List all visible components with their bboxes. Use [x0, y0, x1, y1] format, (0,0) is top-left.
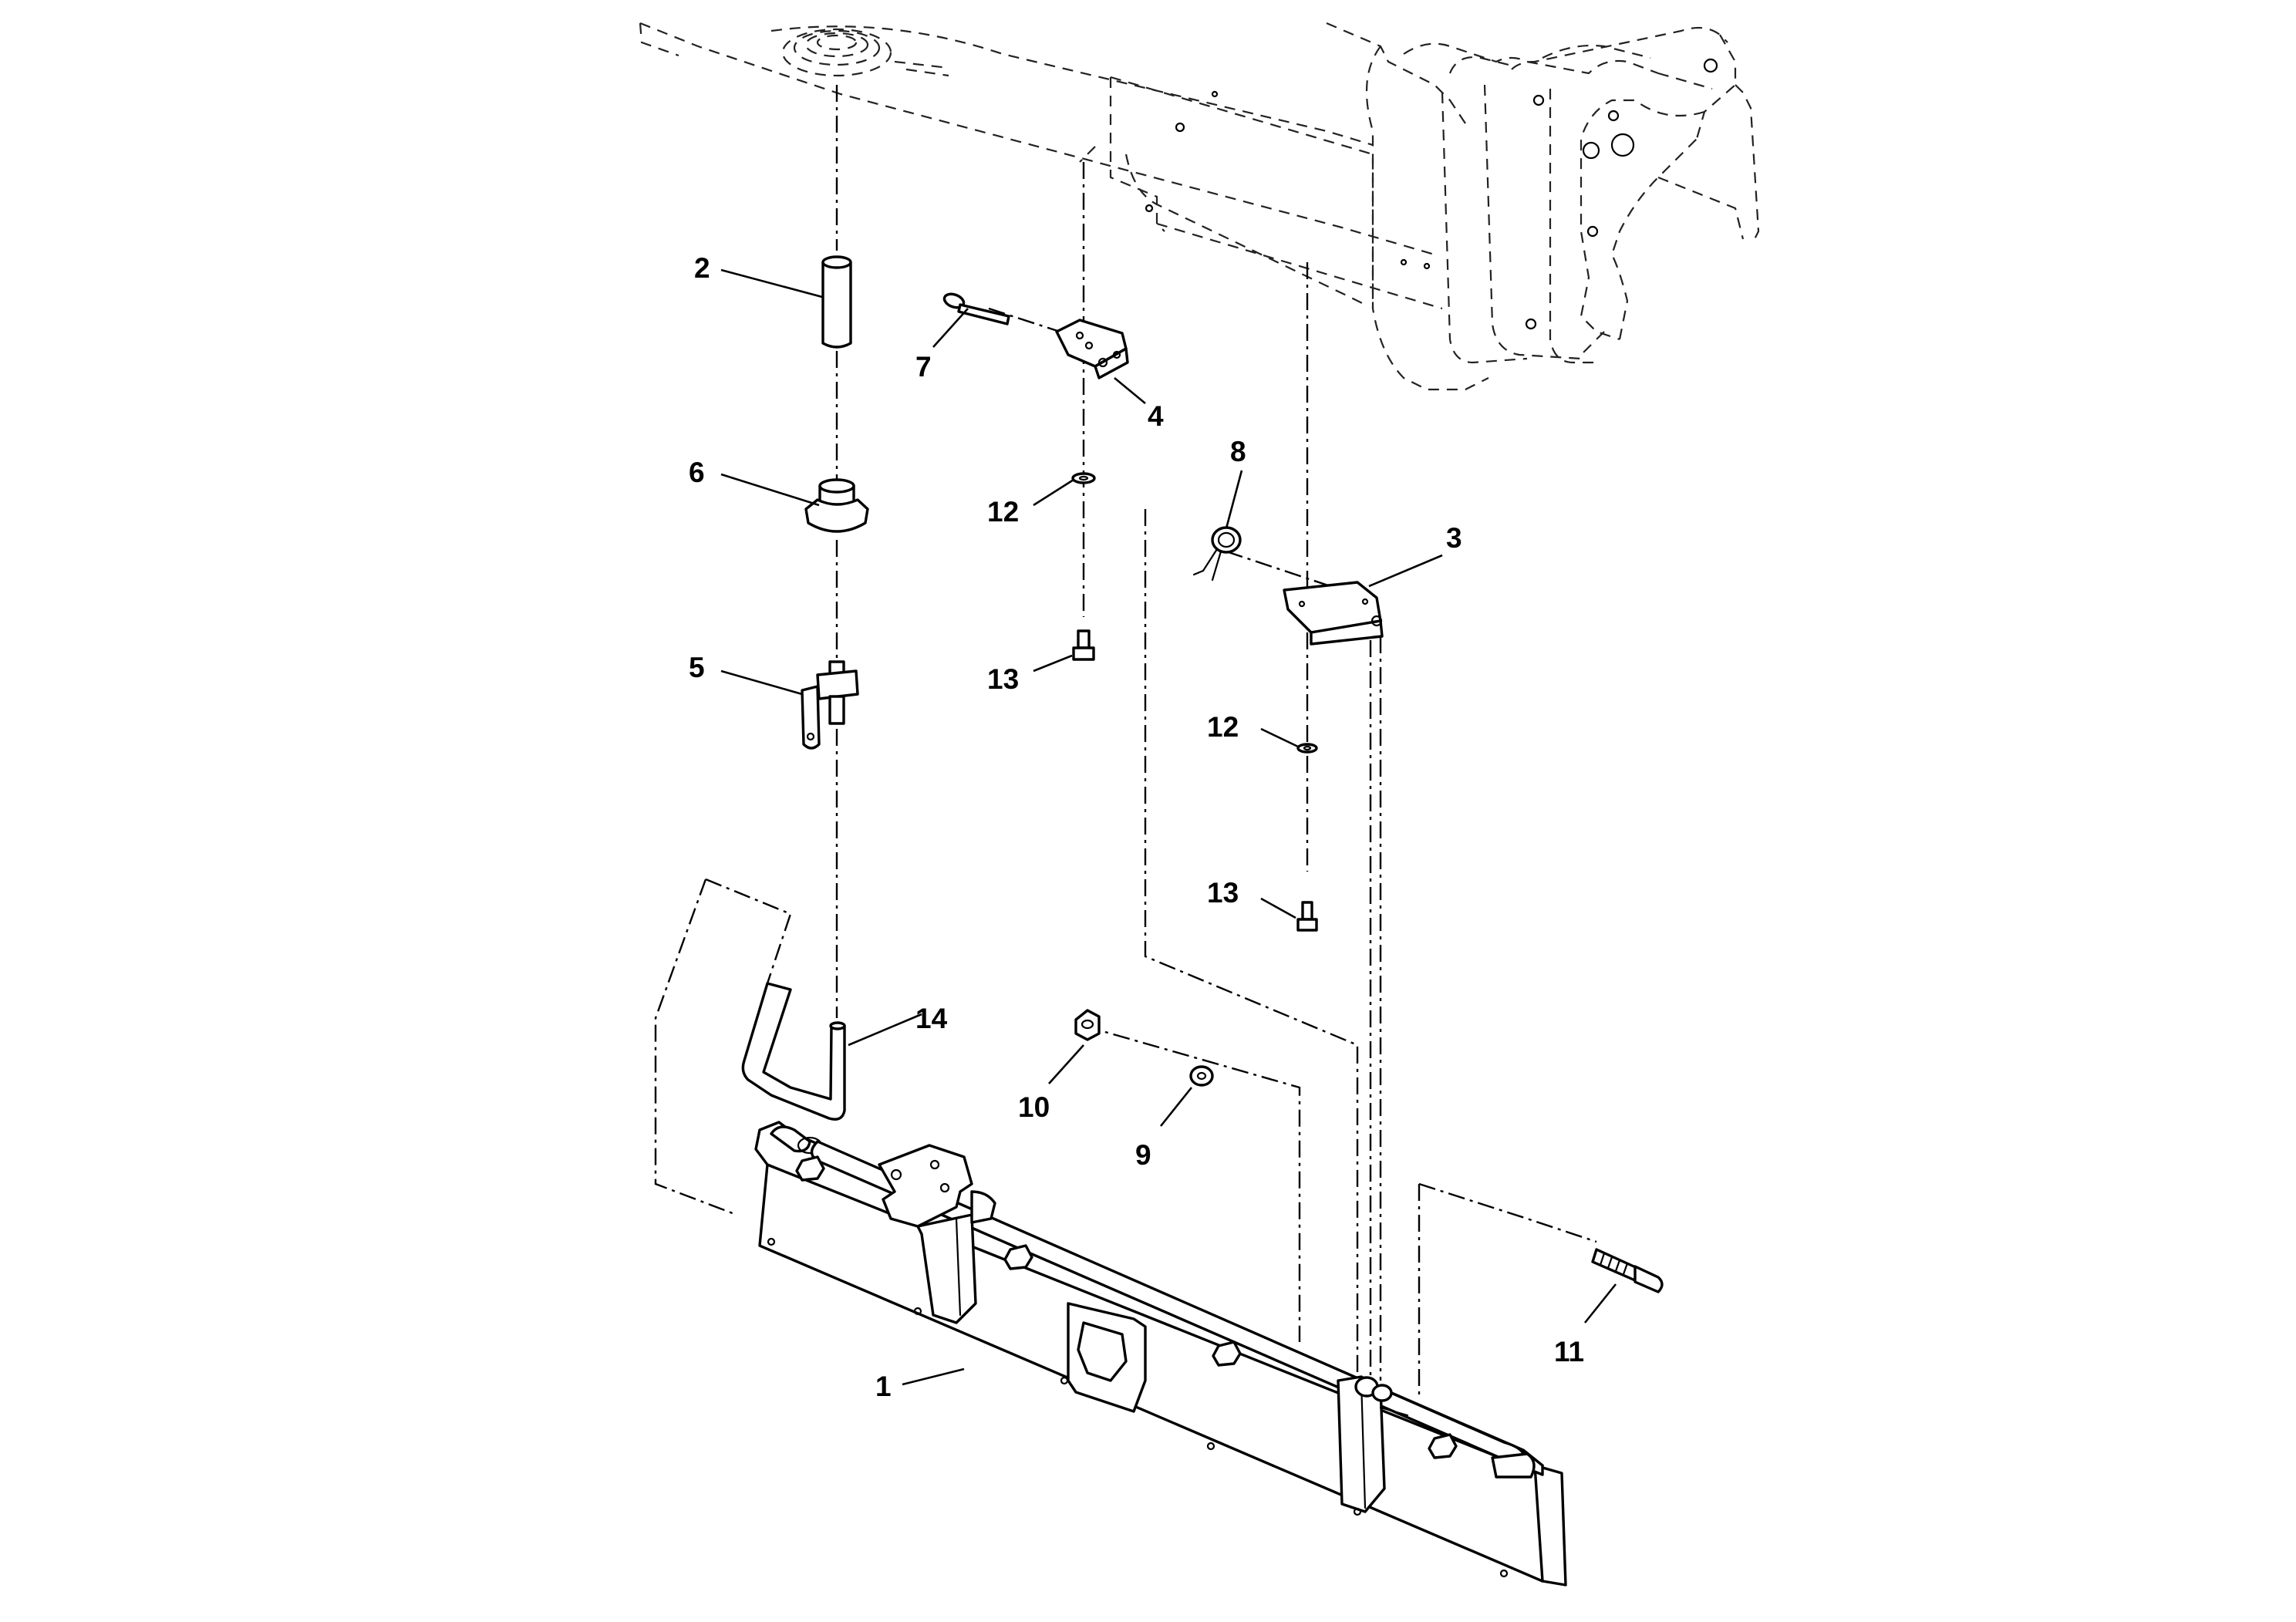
part-10-nut	[1074, 1009, 1101, 1041]
leader-lines	[720, 268, 1617, 1386]
callout-13b: 13	[1207, 877, 1239, 909]
part-12-washers	[1071, 472, 1318, 754]
part-11-bolt	[1591, 1248, 1664, 1293]
callout-7: 7	[915, 351, 932, 383]
part-7-pin	[942, 292, 1010, 325]
callout-9: 9	[1135, 1139, 1151, 1171]
callout-12b: 12	[1207, 711, 1239, 743]
callout-3: 3	[1446, 522, 1462, 554]
part-9-washer	[1189, 1065, 1214, 1087]
assembly-face-holes	[767, 1237, 1509, 1578]
part-6-bushing	[804, 478, 869, 533]
callout-8: 8	[1230, 436, 1246, 467]
callout-12a: 12	[987, 496, 1019, 528]
callout-6: 6	[689, 457, 705, 488]
frame-phantom	[639, 22, 1760, 391]
part-1-assembly	[754, 1121, 1567, 1587]
part-2-sleeve	[821, 255, 852, 349]
part-5-pivot	[801, 660, 859, 750]
mount-ring-phantom	[781, 28, 949, 77]
part-4-bracket	[1055, 319, 1129, 379]
part-14-bent-rod	[741, 982, 846, 1121]
callout-5: 5	[689, 652, 705, 683]
callout-1: 1	[875, 1371, 892, 1402]
callout-10: 10	[1018, 1091, 1050, 1123]
part-3-bracket	[1283, 581, 1384, 646]
callout-11: 11	[1554, 1336, 1584, 1367]
assembly-bolts	[795, 1155, 1458, 1459]
frame-holes	[1145, 58, 1718, 330]
callout-13a: 13	[987, 663, 1019, 695]
part-13-bolts	[1072, 629, 1318, 932]
axis-lines	[654, 85, 1597, 1396]
callout-14: 14	[915, 1003, 948, 1034]
callout-2: 2	[694, 252, 710, 284]
callout-4: 4	[1148, 400, 1164, 432]
callouts: 1 2 3 4 5 6 7 8 9 10 11 12 12 13 13 14	[689, 252, 1584, 1402]
